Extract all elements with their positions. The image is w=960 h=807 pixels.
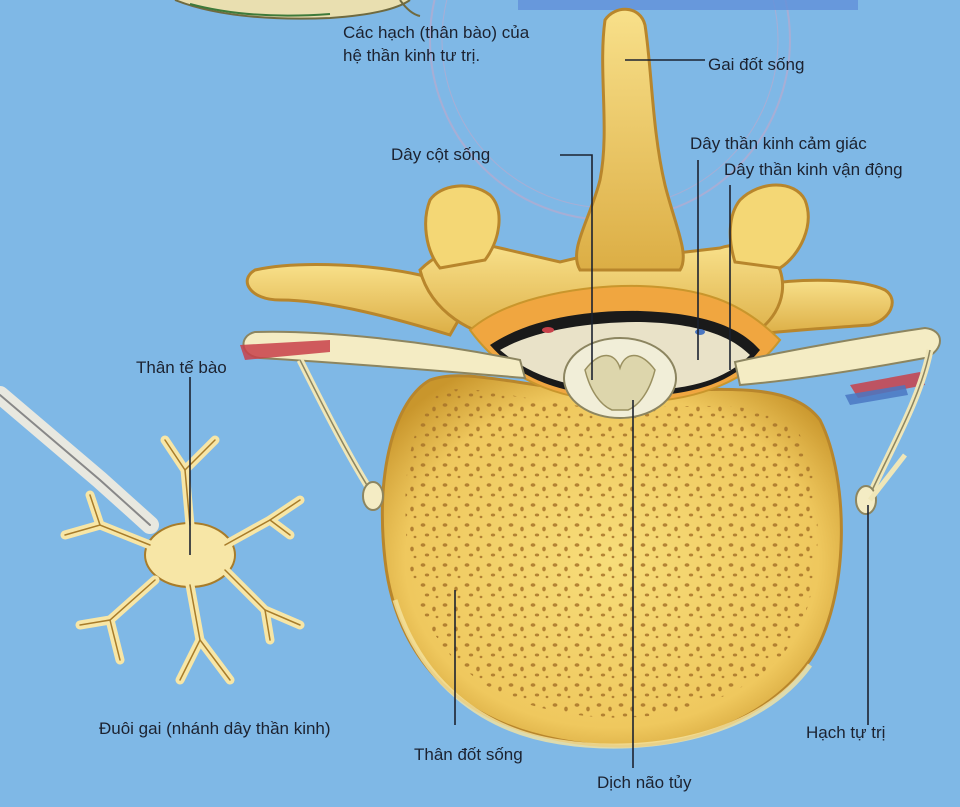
label-spinous-process: Gai đốt sống [708,54,804,76]
label-spinal-cord: Dây cột sống [391,144,490,166]
label-cell-body: Thân tế bào [136,357,227,379]
label-csf: Dịch não tủy [597,772,692,794]
sympathetic-chain-top [175,0,420,19]
label-autonomic-ganglion: Hạch tự trị [806,722,885,744]
label-dendrites: Đuôi gai (nhánh dây thần kinh) [99,718,331,740]
label-vertebral-body: Thân đốt sống [414,744,523,766]
label-sensory-nerve: Dây thần kinh cảm giác [690,133,867,155]
label-motor-nerve: Dây thần kinh vận động [724,159,903,181]
neuron [0,395,300,680]
label-ganglia-line2: hệ thần kinh tư trị. [343,45,480,67]
label-ganglia-line1: Các hạch (thân bào) của [343,22,529,44]
ganglion-left [363,482,383,510]
vertebral-body [382,376,841,746]
